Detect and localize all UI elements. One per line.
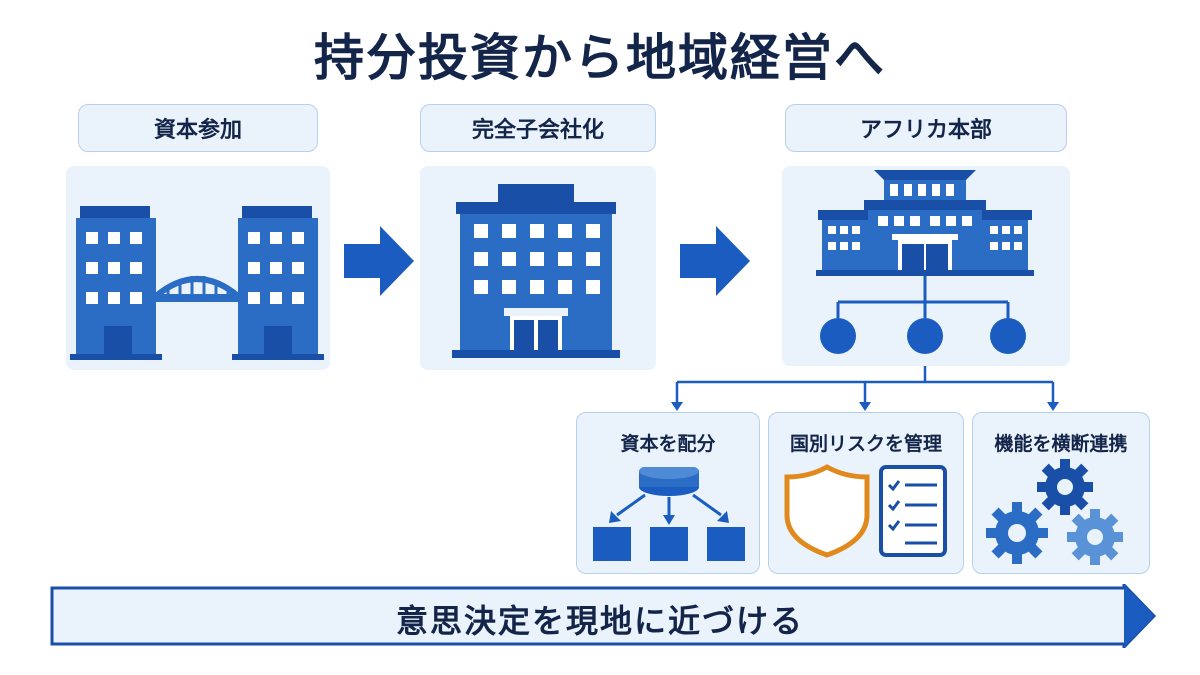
shield-checklist-icon	[784, 464, 947, 558]
headquarters-org-chart-icon	[816, 170, 1034, 354]
hq-connector-lines	[671, 366, 1059, 411]
office-building-icon	[452, 184, 620, 358]
function-label-capital-allocation: 資本を配分	[620, 433, 716, 455]
gears-icon	[986, 459, 1123, 565]
function-card-capital-allocation: 資本を配分	[576, 412, 760, 574]
page-title: 持分投資から地域経営へ	[314, 29, 886, 87]
buildings-bridge-icon	[70, 206, 324, 360]
function-card-cross-functional: 機能を横断連携	[972, 412, 1150, 574]
bottom-message: 意思決定を現地に近づける	[395, 602, 804, 640]
stage-label-subsidiary: 完全子会社化	[420, 104, 656, 152]
function-label-cross-functional: 機能を横断連携	[994, 433, 1128, 455]
arrow-right-icon	[344, 226, 414, 296]
stage-label-capital-participation: 資本参加	[78, 104, 318, 152]
stage-panel-capital-participation	[66, 166, 330, 370]
bottom-arrow-banner	[50, 584, 1157, 648]
arrow-right-icon	[680, 226, 750, 296]
function-label-country-risk: 国別リスクを管理	[789, 433, 942, 455]
function-card-country-risk: 国別リスクを管理	[768, 412, 964, 574]
capital-allocation-icon	[593, 467, 745, 561]
stage-label-africa-hq: アフリカ本部	[785, 104, 1067, 152]
stage-panel-africa-hq	[782, 166, 1070, 366]
stage-panel-subsidiary	[420, 166, 656, 370]
